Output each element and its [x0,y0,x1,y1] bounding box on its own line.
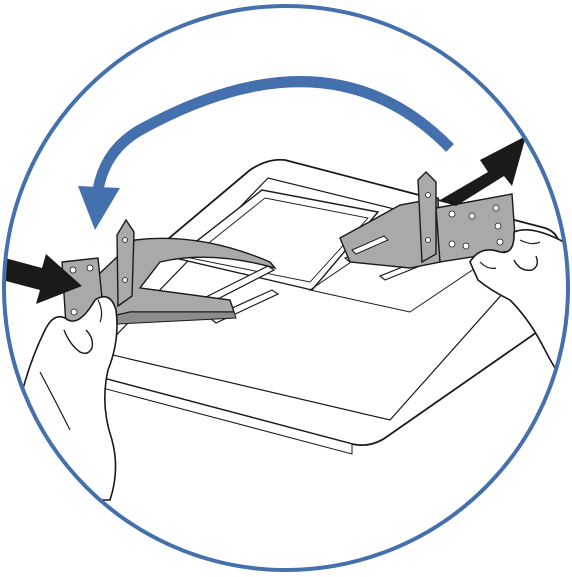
right-plate-hole-1 [448,210,456,218]
left-tab-hole-2 [122,277,128,283]
right-plate-hole-3 [492,204,500,212]
curved-arrow-counterclockwise-icon [78,76,454,230]
right-plate-hole-2 [468,212,476,220]
right-bracket-slot [351,235,389,255]
right-plate-hole-6 [462,242,470,250]
tray-recess-inner [188,197,369,283]
right-tab-hole-1 [425,192,431,198]
right-plate-hole-5 [448,240,456,248]
left-plate-hole-2 [86,264,94,272]
left-plate-hole-3 [70,308,78,316]
left-wrist-line [39,371,71,431]
right-thumb [513,255,539,271]
left-bracket-tab [116,218,135,308]
arrow-up-right-icon [440,136,526,206]
arrow-right-icon [4,254,82,304]
right-hand [469,229,568,402]
right-knuckle-line [519,239,541,245]
right-plate-hole-7 [496,238,504,246]
right-bracket-tab [417,171,437,264]
scene [4,76,568,501]
frame-circle [2,4,570,572]
right-hand-outline [469,229,568,402]
rotation-arrow-head [78,186,120,230]
left-tab-hole-1 [122,237,128,243]
rotation-arrow-arc [92,76,454,192]
right-bracket [339,171,517,269]
right-plate-hole-4 [494,222,502,230]
left-thumb [63,329,94,355]
pull-out-arrow [440,136,526,206]
push-in-arrow [4,254,82,304]
left-plate-hole-1 [69,266,77,274]
left-finger-line [97,299,103,323]
right-finger-line [479,261,497,269]
right-tab-hole-2 [425,237,431,243]
left-bracket-arm [97,237,277,319]
